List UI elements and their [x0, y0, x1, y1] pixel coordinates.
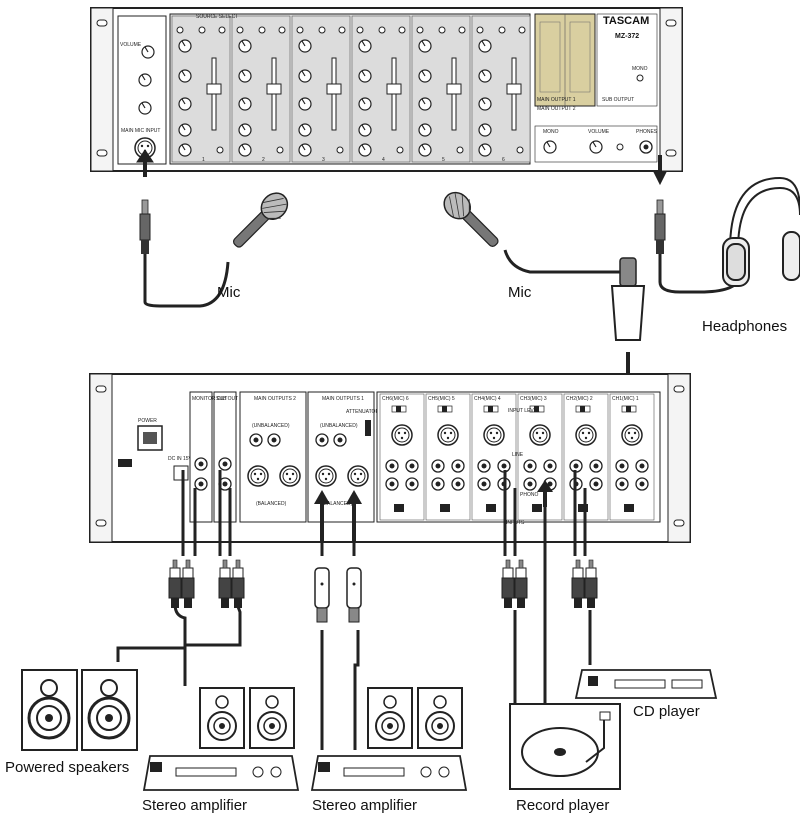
- headphones: [722, 176, 800, 287]
- main-output-1-label: MAIN OUTPUT 1: [537, 97, 576, 103]
- rear-panel: POWER DC IN 15V MONITOR OUT SUB OUT MAIN…: [89, 373, 691, 543]
- mic-jack-plug-left: [139, 199, 151, 255]
- stereo-amplifier-1-label: Stereo amplifier: [142, 797, 248, 814]
- svg-text:MONO: MONO: [632, 66, 648, 72]
- attenuator-label: ATTENUATOR: [346, 409, 379, 415]
- record-player: [509, 703, 621, 790]
- channel-number-5: 5: [442, 157, 445, 163]
- rear-cables: [116, 470, 592, 750]
- input-channels: CH6(MIC) 6 CH5(MIC) 5 CH4(MIC) 4 CH3(MIC…: [376, 391, 661, 526]
- source-select-label: SOURCE SELECT: [196, 14, 238, 20]
- svg-text:VOLUME: VOLUME: [120, 42, 142, 48]
- volume-knob[interactable]: [589, 140, 603, 154]
- powered-speakers-label: Powered speakers: [5, 759, 130, 776]
- volume-label: VOLUME: [588, 129, 610, 135]
- rear-channel-label-4: CH4(MIC) 4: [474, 396, 501, 402]
- headphone-jack-plug: [654, 199, 666, 255]
- record-player-label: Record player: [516, 797, 610, 814]
- xlr-plug-main-l: [314, 567, 330, 623]
- unbalanced-label-1: (UNBALANCED): [320, 423, 358, 429]
- output-section: MAIN OUTPUT 1 MAIN OUTPUT 2 SUB OUTPUT T…: [534, 13, 658, 163]
- dc-in-label: DC IN 15V: [168, 456, 193, 462]
- channel-number-6: 6: [502, 157, 505, 163]
- input-level-label: INPUT LEVEL: [508, 408, 540, 414]
- model-name: MZ-372: [615, 33, 639, 40]
- rear-channel-label-2: CH2(MIC) 2: [566, 396, 593, 402]
- main-mic-volume-knob[interactable]: [141, 45, 155, 59]
- balanced-label-1: (BALANCED): [322, 501, 353, 507]
- front-arrows: [136, 149, 667, 186]
- rca-plug-sub-r: [231, 559, 245, 609]
- stereo-amplifier-2: [310, 755, 468, 791]
- phones-jack[interactable]: [639, 140, 653, 154]
- rca-plug-sub-l: [218, 559, 232, 609]
- channel-number-1: 1: [202, 157, 205, 163]
- rca-plug-monitor-l: [168, 559, 182, 609]
- rear-channel-label-6: CH6(MIC) 6: [382, 396, 409, 402]
- mic-right: [438, 185, 507, 254]
- sub-output-label: SUB OUTPUT: [602, 97, 634, 103]
- main-outputs-2-label: MAIN OUTPUTS 2: [254, 396, 296, 402]
- phones-label: PHONES: [636, 129, 658, 135]
- channel-number-2: 2: [262, 157, 265, 163]
- main-output-2-label: MAIN OUTPUT 2: [537, 106, 576, 112]
- mic-right-label: Mic: [508, 284, 532, 301]
- mic-left: [226, 187, 295, 256]
- power-label: POWER: [138, 418, 157, 424]
- unbalanced-label-2: (UNBALANCED): [252, 423, 290, 429]
- mono-label: MONO: [543, 129, 559, 135]
- rca-plug-phono-l: [501, 559, 515, 609]
- rear-channel-label-5: CH5(MIC) 5: [428, 396, 455, 402]
- rca-plug-cd-l: [571, 559, 585, 609]
- main-outputs-1-label: MAIN OUTPUTS 1: [322, 396, 364, 402]
- amp-2-speakers: [367, 687, 463, 749]
- sub-out-label: SUB OUT: [216, 396, 238, 402]
- cd-player: [574, 669, 718, 699]
- phono-label: PHONO: [520, 492, 538, 498]
- channel-strips: SOURCE SELECT 1 2 3 4 5 6: [169, 13, 531, 165]
- brand-logo: TASCAM: [603, 15, 649, 27]
- stereo-amplifier-1: [142, 755, 300, 791]
- balanced-label-2: (BALANCED): [256, 501, 287, 507]
- main-mic-input-label: MAIN MIC INPUT: [121, 128, 160, 134]
- rca-plug-phono-r: [514, 559, 528, 609]
- channel-number-4: 4: [382, 157, 385, 163]
- rca-plug-cd-r: [584, 559, 598, 609]
- cd-player-label: CD player: [633, 703, 700, 720]
- amp-1-speakers: [199, 687, 295, 749]
- output-arrows: [314, 480, 553, 542]
- line-label: LINE: [512, 452, 524, 458]
- stereo-amplifier-2-label: Stereo amplifier: [312, 797, 418, 814]
- xlr-plug-main-r: [346, 567, 362, 623]
- monitor-out-label: MONITOR OUT: [192, 396, 227, 402]
- rear-channel-label-3: CH3(MIC) 3: [520, 396, 547, 402]
- front-panel: VOLUME MAIN MIC INPUT: [90, 7, 683, 172]
- main-mic-eq-low-knob[interactable]: [138, 101, 152, 115]
- main-mic-eq-high-knob[interactable]: [138, 73, 152, 87]
- headphones-label: Headphones: [702, 318, 788, 335]
- powered-speakers: [21, 669, 138, 751]
- rear-channel-label-1: CH1(MIC) 1: [612, 396, 639, 402]
- rca-plug-monitor-r: [181, 559, 195, 609]
- mono-knob[interactable]: [543, 140, 557, 154]
- channel-number-3: 3: [322, 157, 325, 163]
- mic-left-label: Mic: [217, 284, 241, 301]
